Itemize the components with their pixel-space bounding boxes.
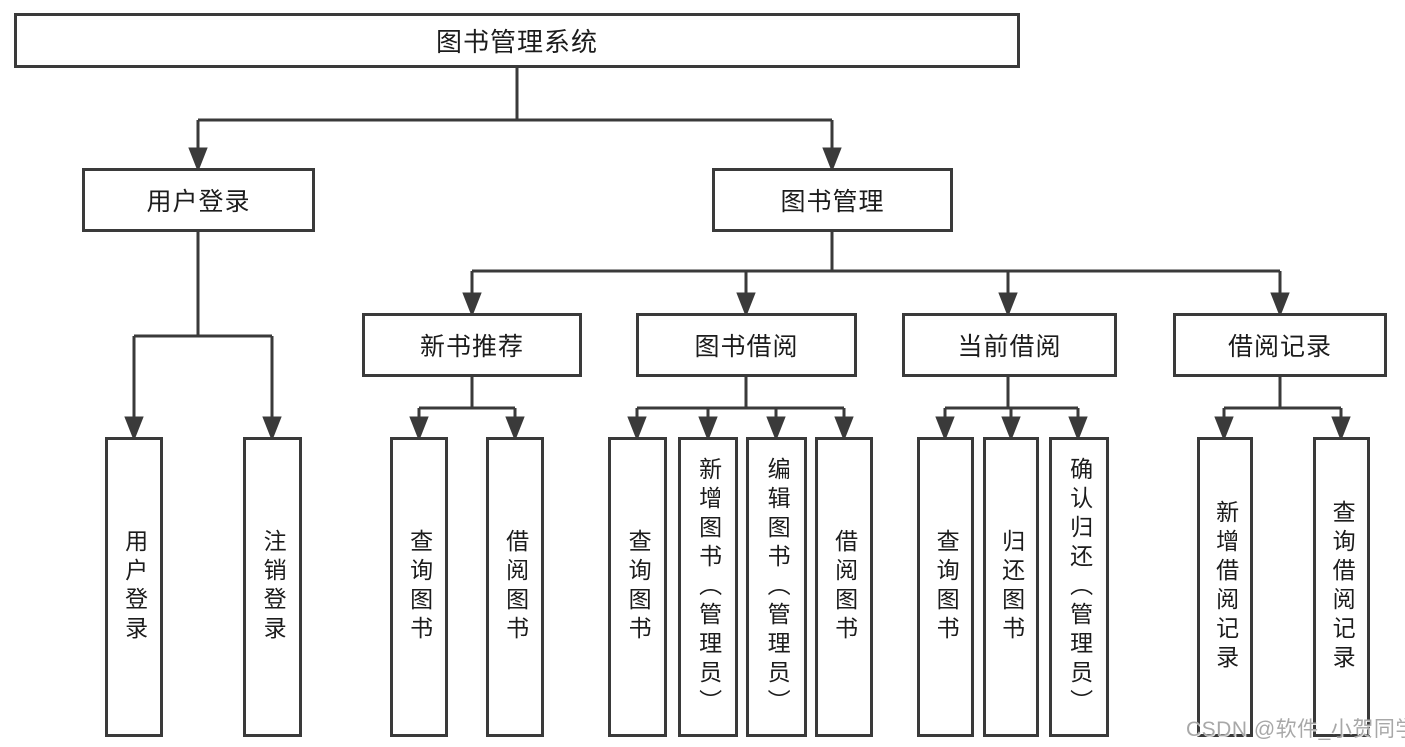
- node-logout: 注销登录: [243, 437, 302, 737]
- node-query-books-borrowing: 查询图书: [608, 437, 667, 737]
- node-add-borrow-record: 新增借阅记录: [1197, 437, 1253, 737]
- node-book-management-module: 图书管理: [712, 168, 953, 232]
- node-query-books-recommendation: 查询图书: [390, 437, 448, 737]
- node-user-login-module: 用户登录: [82, 168, 315, 232]
- node-return-books: 归还图书: [983, 437, 1039, 737]
- node-edit-books-admin: 编辑图书（管理员）: [746, 437, 807, 737]
- node-library-management-system: 图书管理系统: [14, 13, 1020, 68]
- node-query-books-current: 查询图书: [917, 437, 974, 737]
- node-query-borrow-record: 查询借阅记录: [1313, 437, 1370, 737]
- node-borrow-books-recommendation: 借阅图书: [486, 437, 544, 737]
- node-confirm-return-admin: 确认归还（管理员）: [1049, 437, 1109, 737]
- node-borrow-books: 借阅图书: [815, 437, 873, 737]
- node-book-borrowing: 图书借阅: [636, 313, 857, 377]
- node-borrowing-records: 借阅记录: [1173, 313, 1387, 377]
- node-new-book-recommendation: 新书推荐: [362, 313, 582, 377]
- node-user-login: 用户登录: [105, 437, 163, 737]
- node-add-books-admin: 新增图书（管理员）: [678, 437, 738, 737]
- node-current-borrowing: 当前借阅: [902, 313, 1117, 377]
- watermark-csdn: CSDN @软件_小贺同学: [1186, 718, 1405, 741]
